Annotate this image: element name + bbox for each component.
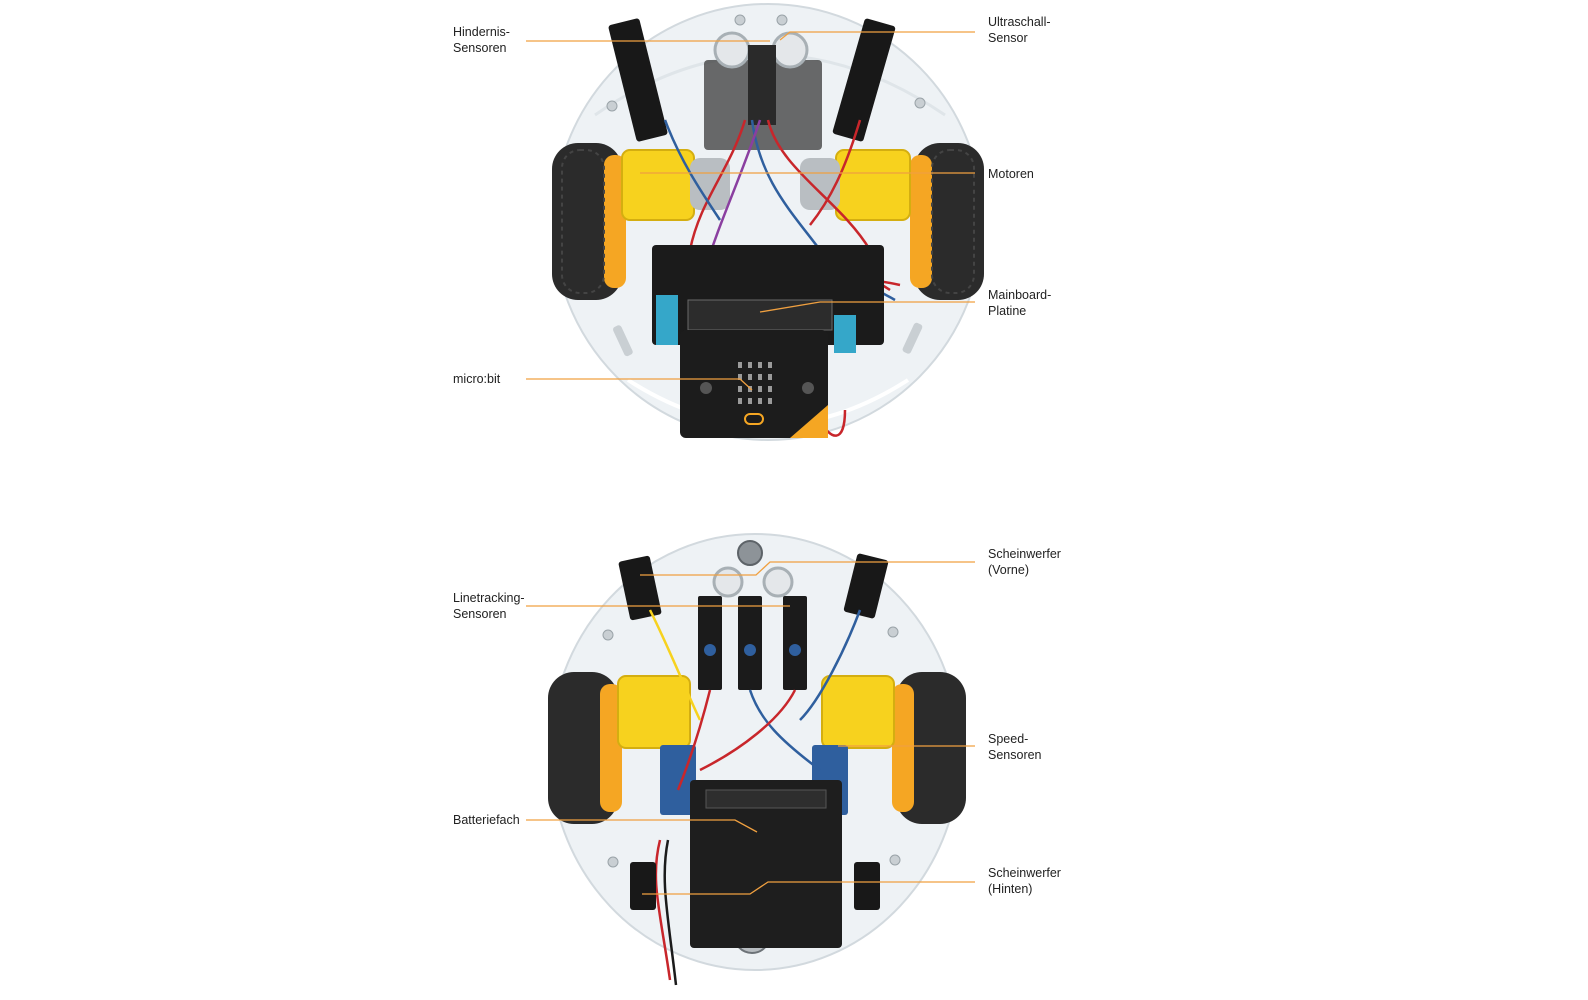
motor-left-bottom xyxy=(617,675,691,749)
microbit-led-matrix xyxy=(738,362,772,404)
label-microbit: micro:bit xyxy=(453,371,500,387)
speed-sensor-left xyxy=(660,745,696,815)
screw xyxy=(602,629,614,641)
label-line: Sensoren xyxy=(988,748,1042,762)
label-line: Motoren xyxy=(988,167,1034,181)
leader-line-scheinwerfer-hinten xyxy=(642,881,975,895)
label-line: Ultraschall- xyxy=(988,15,1051,29)
wiring-bottom xyxy=(648,609,862,986)
label-batteriefach: Batteriefach xyxy=(453,812,520,828)
battery-box-lid xyxy=(705,789,827,809)
leader-lines xyxy=(526,31,975,895)
label-linetracking-sensoren: Linetracking- Sensoren xyxy=(453,590,525,622)
label-line: (Vorne) xyxy=(988,563,1029,577)
robot-bottom-view xyxy=(548,533,966,986)
leader-line-microbit xyxy=(526,378,753,391)
label-speed-sensoren: Speed- Sensoren xyxy=(988,731,1042,763)
rear-light-left xyxy=(630,862,656,910)
leader-line-scheinwerfer-vorne xyxy=(640,561,975,576)
screw xyxy=(914,97,926,109)
wheel-right-top xyxy=(910,143,984,300)
headlight-eye xyxy=(762,566,794,598)
motor-right-bottom xyxy=(821,675,895,749)
screw xyxy=(607,856,619,868)
ultrasonic-pcb xyxy=(748,45,776,125)
screw xyxy=(734,14,746,26)
standoff xyxy=(902,322,923,354)
label-ultraschall-sensor: Ultraschall- Sensor xyxy=(988,14,1051,46)
label-line: Sensoren xyxy=(453,41,507,55)
headlight-eye xyxy=(712,566,744,598)
line-sensor-middle xyxy=(738,596,762,690)
potentiometer xyxy=(744,644,756,656)
label-line: Linetracking- xyxy=(453,591,525,605)
obstacle-sensor-left xyxy=(608,18,668,142)
potentiometer xyxy=(704,644,716,656)
label-line: Scheinwerfer xyxy=(988,866,1061,880)
robot-top-view xyxy=(552,3,984,441)
headlight-module-right xyxy=(843,553,889,619)
label-scheinwerfer-hinten: Scheinwerfer (Hinten) xyxy=(988,865,1061,897)
ultrasonic-eye-right xyxy=(771,31,809,69)
leader-line-mainboard xyxy=(759,301,975,313)
label-hindernis-sensoren: Hindernis- Sensoren xyxy=(453,24,510,56)
label-line: Speed- xyxy=(988,732,1029,746)
line-sensor-left xyxy=(698,596,722,690)
rear-light-right xyxy=(854,862,880,910)
obstacle-sensor-right xyxy=(832,18,896,142)
ultrasonic-eye-left xyxy=(713,31,751,69)
label-scheinwerfer-vorne: Scheinwerfer (Vorne) xyxy=(988,546,1061,578)
microbit-button-b xyxy=(802,382,814,394)
leader-line-ultraschall xyxy=(779,31,975,41)
microbit-board xyxy=(680,330,828,438)
wheel-left-top xyxy=(552,143,626,300)
label-line: (Hinten) xyxy=(988,882,1033,896)
label-line: Platine xyxy=(988,304,1027,318)
terminal-left xyxy=(656,295,678,345)
screw xyxy=(606,100,618,112)
caster-ball-front xyxy=(737,540,763,566)
label-line: Sensor xyxy=(988,31,1028,45)
standoff xyxy=(613,325,633,357)
microbit-corner-mark xyxy=(790,405,828,438)
label-line: micro:bit xyxy=(453,372,501,386)
label-line: Hindernis- xyxy=(453,25,510,39)
screw xyxy=(776,14,788,26)
screw xyxy=(887,626,899,638)
label-mainboard-platine: Mainboard- Platine xyxy=(988,287,1051,319)
headlight-module-left xyxy=(618,555,662,621)
label-line: Batteriefach xyxy=(453,813,520,827)
motor-can-left xyxy=(690,158,730,210)
leader-line-batteriefach xyxy=(526,819,758,833)
battery-box xyxy=(690,780,842,948)
microbit-button-a xyxy=(700,382,712,394)
edge-connector xyxy=(687,299,833,331)
terminal-right xyxy=(834,315,856,353)
motor-can-right xyxy=(800,158,840,210)
wheel-right-bottom xyxy=(892,672,966,824)
label-line: Scheinwerfer xyxy=(988,547,1061,561)
potentiometer xyxy=(789,644,801,656)
wheel-left-bottom xyxy=(548,672,622,824)
label-line: Sensoren xyxy=(453,607,507,621)
label-line: Mainboard- xyxy=(988,288,1052,302)
label-motoren: Motoren xyxy=(988,166,1034,182)
screw xyxy=(889,854,901,866)
line-sensor-right xyxy=(783,596,807,690)
microbit-logo xyxy=(744,413,764,425)
